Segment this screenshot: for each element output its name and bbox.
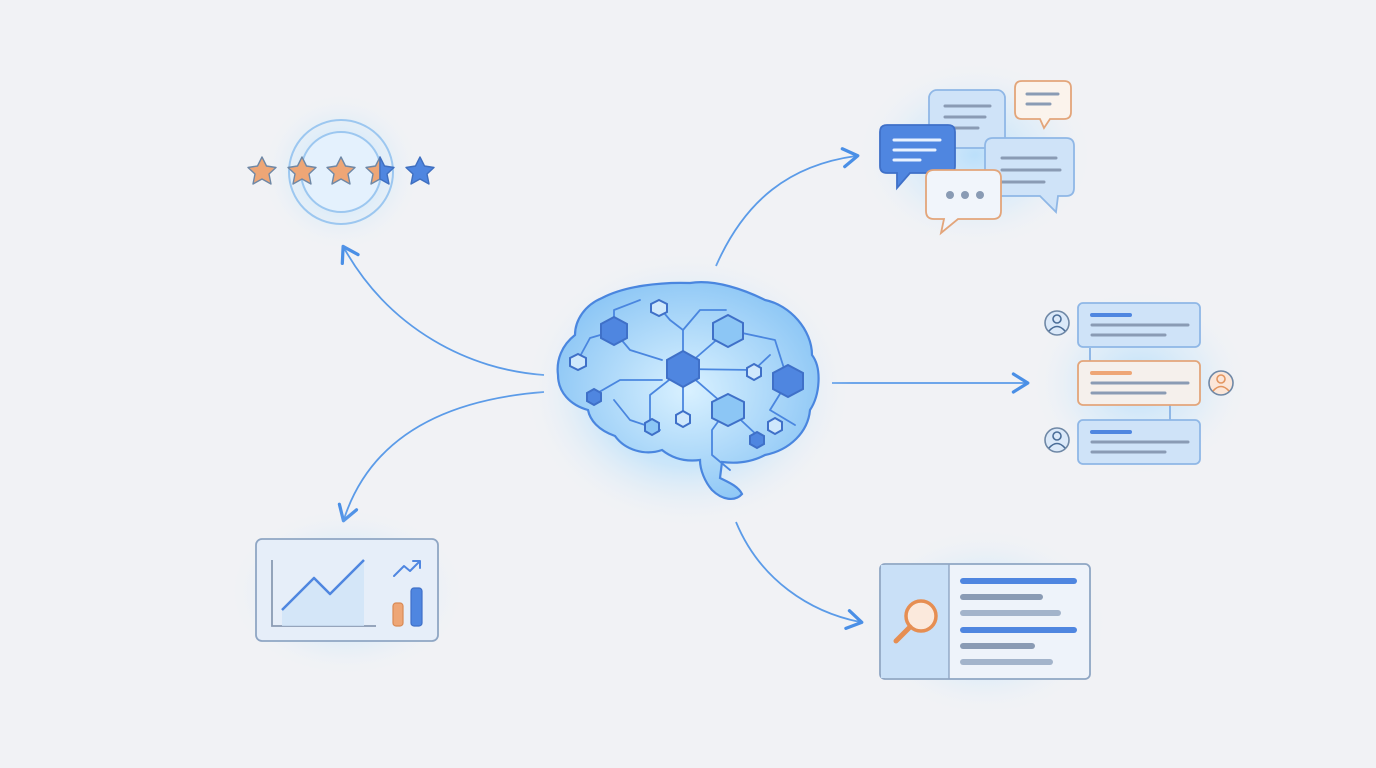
chat-bubble <box>984 137 1075 214</box>
rating-node <box>247 92 435 252</box>
edge-center-to-rating <box>340 244 545 376</box>
star-icon <box>287 156 317 185</box>
hex-node <box>767 416 783 436</box>
hex-node <box>644 417 660 437</box>
hex-node <box>650 298 668 318</box>
brain-network-icon <box>523 250 853 530</box>
chat-bubble <box>1014 80 1072 130</box>
star-icon <box>405 156 435 185</box>
edge-center-to-analytics <box>337 391 545 523</box>
hex-node <box>749 430 765 450</box>
star-icon <box>326 156 356 185</box>
comment-row <box>1077 360 1234 406</box>
comment-thread-icon <box>1030 288 1250 478</box>
half-star-right <box>379 156 395 185</box>
star-icon <box>247 156 277 185</box>
comment-row <box>1044 419 1201 465</box>
hex-node <box>569 352 587 372</box>
trend-chart-icon <box>227 507 467 677</box>
search-document-icon <box>860 527 1110 717</box>
hex-node <box>772 363 804 399</box>
edge-center-to-chat <box>715 147 860 267</box>
typing-bubble <box>925 169 1002 236</box>
hex-node <box>711 392 745 428</box>
hex-node <box>600 315 628 347</box>
edge-center-to-search <box>735 521 864 630</box>
magnifier-icon <box>893 599 938 644</box>
hex-node <box>746 362 762 382</box>
edges <box>337 147 1030 630</box>
hex-node <box>586 387 602 407</box>
hex-node <box>666 349 700 389</box>
comment-row <box>1044 302 1201 348</box>
hex-node <box>675 409 691 429</box>
star-rating-icon <box>247 156 435 185</box>
chat-bubbles-icon <box>855 60 1095 250</box>
hex-node <box>712 313 744 349</box>
